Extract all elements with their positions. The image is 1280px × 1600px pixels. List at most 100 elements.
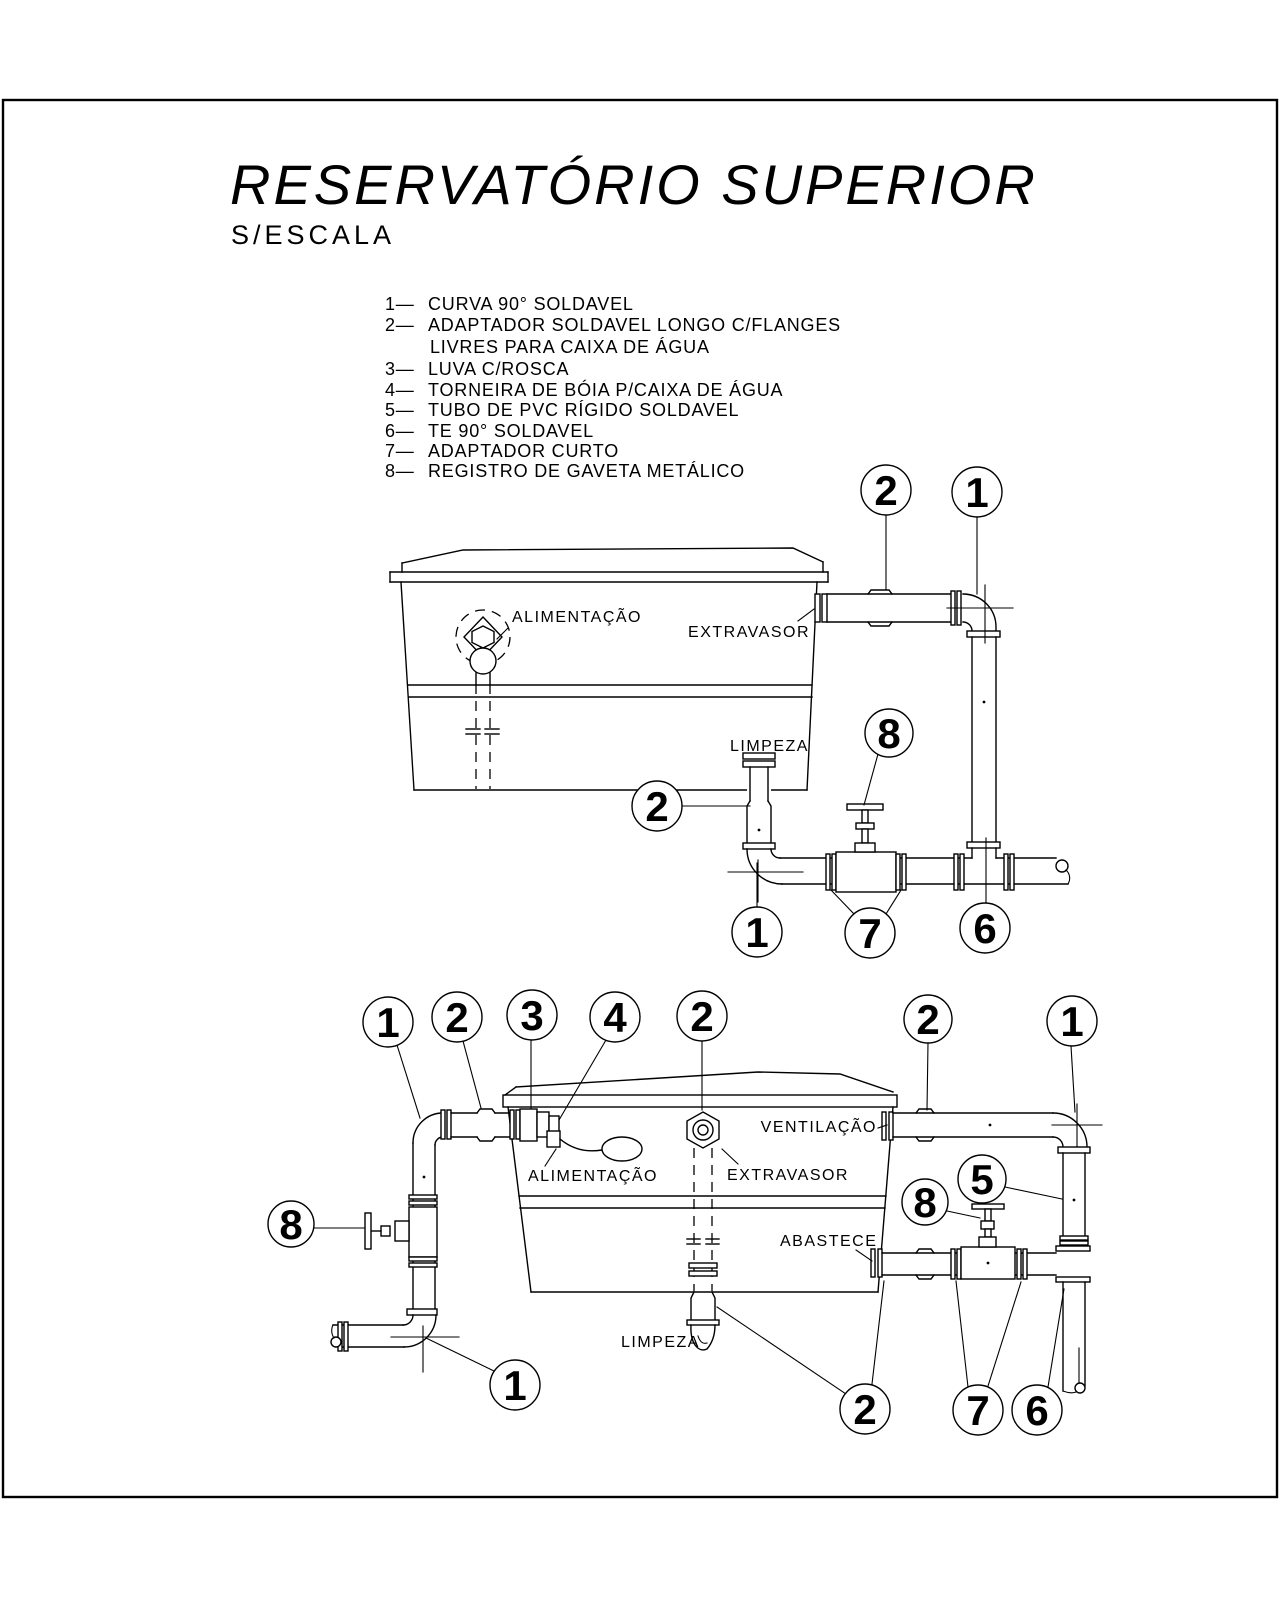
bottom-pipe-top-view [727,803,1071,903]
callout-adapter-bottom: 2 [839,1280,891,1435]
callout-pvc-tube: 5 [957,1154,1063,1204]
callout-elbow-right: 1 [1046,995,1098,1113]
svg-text:3: 3 [520,992,543,1039]
pipe-break-symbol [1074,1382,1086,1394]
top-alimentacao-leader [496,627,509,640]
overflow-center [686,1111,720,1351]
bottom-view-tank [502,1071,898,1293]
legend-item-3-text: LUVA C/ROSCA [428,359,569,379]
page-title: RESERVATÓRIO SUPERIOR [230,153,1038,216]
bottom-label-alimentacao: ALIMENTAÇÃO [528,1165,658,1185]
svg-text:8: 8 [279,1201,302,1248]
gate-valve-stem-top-view [846,803,884,853]
bottom-view: ALIMENTAÇÃO [267,989,1103,1436]
svg-text:6: 6 [1025,1387,1048,1434]
right-vertical-pipe [1051,1103,1103,1394]
callout-short-adapters-bottom-view: 7 [952,1280,1022,1436]
callout-elbow-bottom-left: 1 [425,1337,541,1411]
callout-adapter-top: 2 [860,464,912,590]
callout-elbow-bottom: 1 [731,862,783,958]
svg-text:8: 8 [877,710,900,757]
callout-valve-left: 8 [267,1200,365,1248]
callout-float-valve: 4 [558,991,641,1121]
svg-text:7: 7 [858,910,881,957]
top-extravasor-leader [797,608,815,622]
pipe-break-symbol [1055,859,1069,873]
legend-item-4-text: TORNEIRA DE BÓIA P/CAIXA DE ÁGUA [428,379,783,400]
top-label-alimentacao: ALIMENTAÇÃO [512,606,642,626]
drain-to-callout-leader [716,1306,847,1395]
legend-item-4-num: 4— [385,380,415,400]
top-label-limpeza: LIMPEZA [730,738,809,755]
svg-text:5: 5 [970,1156,993,1203]
bottom-label-abastece: ABASTECE [780,1233,877,1250]
svg-text:6: 6 [973,905,996,952]
bottom-abastece-leader [855,1249,873,1262]
drain-pipe-top-view [742,752,783,885]
left-vertical-pipe [330,1142,460,1373]
bottom-ventilacao-leader [877,1124,888,1129]
bottom-extravasor-leader [721,1148,739,1165]
svg-text:1: 1 [1060,998,1083,1045]
vent-run [881,1108,1091,1154]
callout-elbow-left: 1 [362,996,421,1119]
svg-text:1: 1 [376,999,399,1046]
callout-adapter-drain: 2 [631,780,751,832]
svg-text:4: 4 [603,994,627,1041]
gate-valve-body-left [408,1206,438,1258]
legend-item-2-num: 2— [385,315,415,335]
bottom-label-extravasor: EXTRAVASOR [727,1167,849,1184]
legend-item-1-text: CURVA 90° SOLDAVEL [428,294,634,314]
overflow-flange-top-view [814,593,828,623]
gate-valve-body-top-view [835,851,897,893]
svg-text:7: 7 [966,1387,989,1434]
legend-item-7-text: ADAPTADOR CURTO [428,441,619,461]
legend: 1— CURVA 90° SOLDAVEL 2— ADAPTADOR SOLDA… [385,294,841,481]
gate-valve-stem-right [971,1203,1005,1248]
legend-item-1-num: 1— [385,294,415,314]
supply-run [870,1203,1057,1280]
svg-text:1: 1 [503,1362,526,1409]
callout-valve-top-view: 8 [863,708,914,806]
drawing-border [1,98,1279,1499]
top-view-tank [389,547,829,791]
overflow-pipe-run [826,584,1014,843]
legend-item-5-num: 5— [385,400,415,420]
top-label-extravasor: EXTRAVASOR [688,624,810,641]
feed-run [412,1108,643,1162]
bottom-label-ventilacao: VENTILAÇÃO [761,1116,877,1136]
callout-adapter-vent: 2 [903,994,953,1111]
pipe-break-symbol [330,1336,342,1348]
callout-elbow-top: 1 [951,466,1003,595]
legend-item-6-num: 6— [385,421,415,441]
top-view-callouts: 2 1 8 2 1 [631,464,1011,959]
callout-adapter-overflow: 2 [676,990,728,1111]
legend-item-2-text: ADAPTADOR SOLDAVEL LONGO C/FLANGES [428,315,841,335]
legend-item-8-text: REGISTRO DE GAVETA METÁLICO [428,461,745,481]
callout-valve-right: 8 [901,1178,981,1226]
scale-note: S/ESCALA [231,220,395,250]
svg-text:2: 2 [445,994,468,1041]
callout-tee-top-view: 6 [959,837,1011,954]
drawing-header: RESERVATÓRIO SUPERIOR S/ESCALA [230,153,1038,250]
float-valve-bottom-view [536,1111,643,1162]
float-ball [601,1136,643,1162]
svg-text:2: 2 [853,1386,876,1433]
top-view: ALIMENTAÇÃO EXTRAVASOR LIMPEZA [389,464,1071,959]
callout-coupling: 3 [506,989,558,1109]
legend-item-2-text2: LIVRES PARA CAIXA DE ÁGUA [430,337,710,357]
float-valve-top-view [455,609,511,789]
legend-item-5-text: TUBO DE PVC RÍGIDO SOLDAVEL [428,400,739,420]
svg-text:2: 2 [916,996,939,1043]
svg-text:2: 2 [690,993,713,1040]
svg-text:8: 8 [913,1179,936,1226]
svg-text:2: 2 [874,467,897,514]
svg-text:1: 1 [745,909,768,956]
callout-tee-bottom-view: 6 [1011,1288,1065,1436]
bottom-label-limpeza: LIMPEZA [621,1334,700,1351]
svg-text:1: 1 [965,469,988,516]
legend-item-7-num: 7— [385,441,415,461]
legend-item-3-num: 3— [385,359,415,379]
